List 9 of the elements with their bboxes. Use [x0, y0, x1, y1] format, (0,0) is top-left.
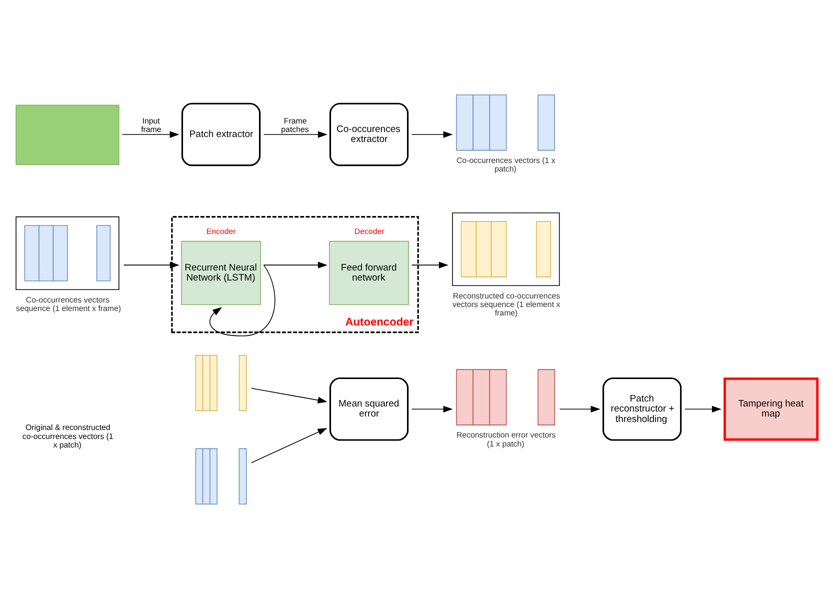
edge-label: Frame patches — [281, 116, 309, 134]
node-label: Reconstructed co-occurrences vectors sequence (1 element x frame) — [452, 291, 560, 318]
node-label: Co-occurrences vectors sequence (1 element x frame) — [16, 295, 122, 313]
node-label: Reconstruction error vectors (1 x patch) — [456, 430, 556, 448]
node-label: Encoder — [206, 227, 236, 236]
node-label: Co-occurrences vectors (1 x patch) — [456, 156, 556, 174]
label: Original & reconstructed co-occurrences vectors (1 x patch) — [22, 423, 114, 450]
edge-label: Input frame — [141, 116, 162, 134]
node-label: Decoder — [354, 227, 384, 236]
